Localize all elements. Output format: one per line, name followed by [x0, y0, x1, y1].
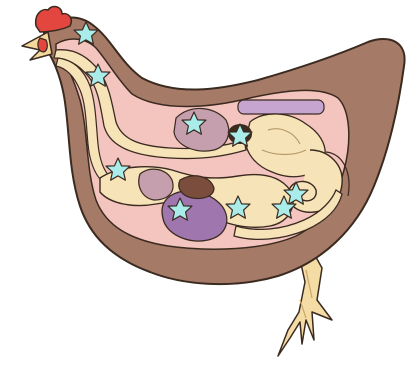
lavender-organ — [238, 100, 324, 114]
comb — [36, 7, 72, 32]
proventriculus — [174, 108, 229, 151]
mauve-organ — [139, 169, 173, 200]
